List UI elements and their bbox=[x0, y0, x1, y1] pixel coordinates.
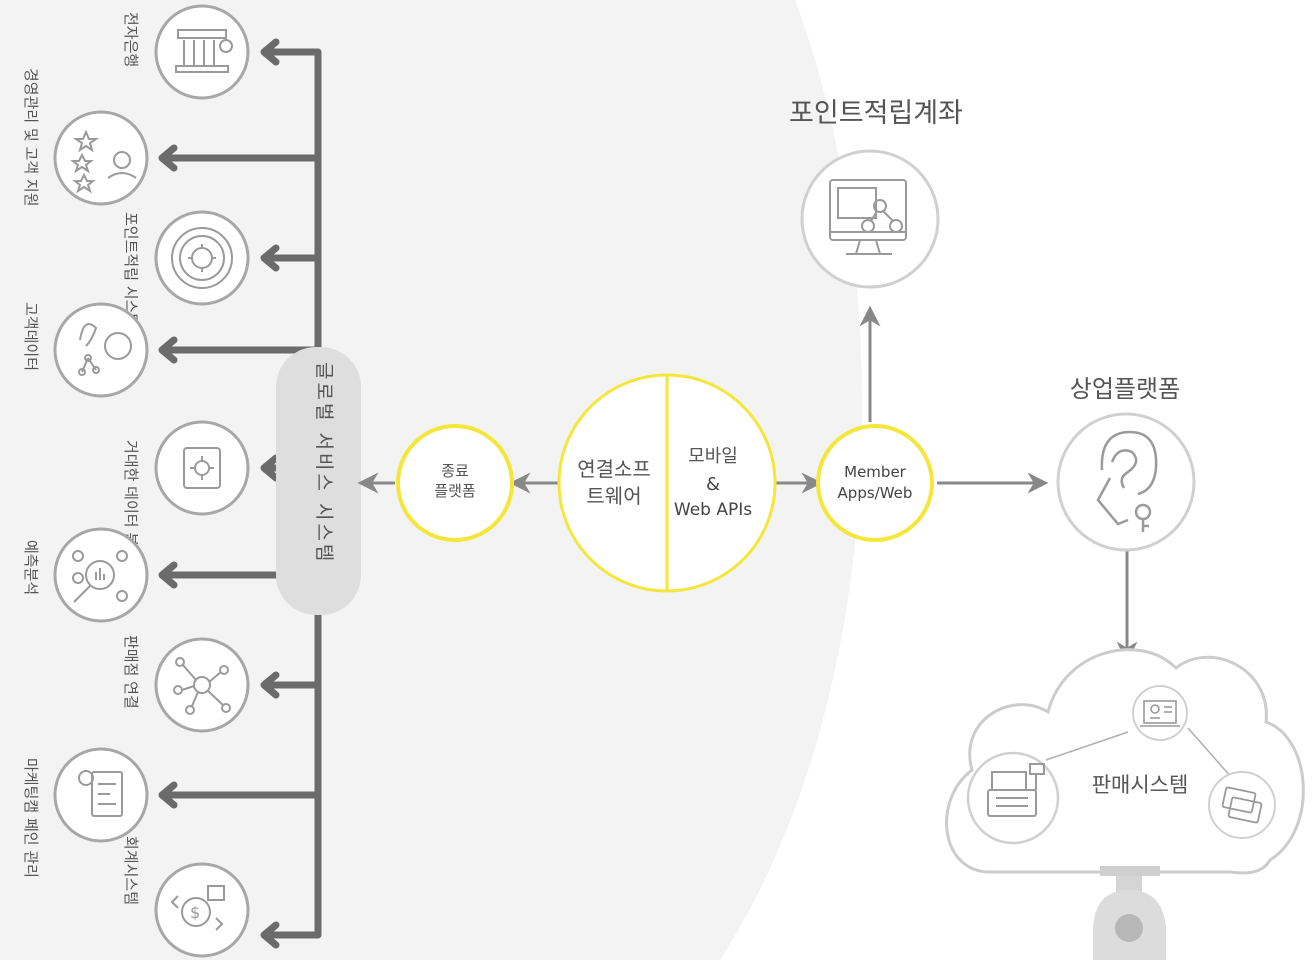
service-circle-customer-data: 고객데이터 bbox=[22, 302, 149, 398]
campaign-icon bbox=[78, 770, 123, 817]
svg-text:$: $ bbox=[190, 903, 200, 922]
stars-person-icon bbox=[70, 129, 137, 194]
points-account-node: 포인트적립계좌 bbox=[789, 98, 963, 289]
big-data-icon bbox=[183, 447, 221, 489]
hub-node: 연결소프 트웨어 모바일 & Web APIs bbox=[557, 373, 777, 593]
magnifier-people-icon bbox=[72, 550, 128, 603]
global-service-label: 글로벌 서비스 시스템 bbox=[313, 362, 335, 564]
service-label-store-connect: 판매점 연결 bbox=[122, 635, 140, 709]
monitor-user-icon bbox=[1140, 700, 1180, 727]
gear-orbit-icon bbox=[171, 227, 233, 289]
key-icon bbox=[1093, 866, 1166, 960]
service-circle-predictive: 예측분석 bbox=[22, 527, 149, 623]
member-line1: Member bbox=[844, 463, 907, 481]
hub-right-line1: 모바일 bbox=[688, 446, 738, 467]
terminal-platform-line2: 플랫폼 bbox=[434, 482, 475, 500]
accounting-icon: $ bbox=[170, 885, 225, 931]
service-label-accounting: 회계시스템 bbox=[122, 836, 140, 905]
terminal-platform-node: 종료 플랫폼 bbox=[396, 424, 514, 542]
service-circle-big-data: 거대한 데이터 분석 bbox=[122, 420, 250, 560]
service-circle-campaign: 마케팅캠 페인 관리 bbox=[22, 747, 149, 878]
hub-right-line3: Web APIs bbox=[674, 500, 752, 520]
network-icon bbox=[173, 657, 231, 715]
service-label-management: 경영관리 및 고객 지원 bbox=[22, 68, 40, 207]
bank-icon bbox=[175, 29, 233, 73]
service-label-predictive: 예측분석 bbox=[22, 540, 40, 595]
global-service-node: 글로벌 서비스 시스템 bbox=[276, 347, 361, 615]
computer-network-icon bbox=[829, 179, 907, 255]
sales-network-lines bbox=[1045, 727, 1233, 779]
commerce-platform-node: 상업플랫폼 bbox=[1056, 375, 1196, 552]
customer-data-icon bbox=[78, 323, 132, 376]
flow-arrows bbox=[357, 305, 1138, 663]
service-circle-management: 경영관리 및 고객 지원 bbox=[22, 68, 149, 207]
service-circle-store-connect: 판매점 연결 bbox=[122, 635, 250, 733]
member-apps-node: Member Apps/Web bbox=[816, 424, 934, 542]
sales-system-node: 판매시스템 bbox=[945, 648, 1305, 960]
cash-register-icon bbox=[987, 763, 1045, 817]
commerce-platform-title: 상업플랫폼 bbox=[1070, 375, 1180, 403]
service-label-points: 포인트적립 시스템 bbox=[122, 212, 140, 327]
service-circle-banking: 전자은행 bbox=[122, 4, 250, 100]
service-label-big-data: 거대한 데이터 분석 bbox=[122, 440, 140, 560]
service-circle-accounting: $ 회계시스템 bbox=[122, 836, 250, 958]
hub-left-line2: 트웨어 bbox=[586, 484, 641, 508]
service-circle-points: 포인트적립 시스템 bbox=[122, 210, 250, 327]
member-line2: Apps/Web bbox=[838, 484, 913, 502]
service-label-customer-data: 고객데이터 bbox=[22, 302, 40, 371]
head-key-icon bbox=[1096, 430, 1158, 532]
terminal-platform-line1: 종료 bbox=[441, 462, 469, 480]
sales-system-title: 판매시스템 bbox=[1092, 773, 1189, 797]
hub-left-line1: 연결소프 bbox=[577, 457, 651, 481]
cards-icon bbox=[1221, 786, 1263, 824]
hub-right-line2: & bbox=[706, 474, 720, 495]
service-label-banking: 전자은행 bbox=[122, 12, 140, 67]
service-label-campaign: 마케팅캠 페인 관리 bbox=[22, 758, 40, 878]
points-account-title: 포인트적립계좌 bbox=[789, 98, 963, 129]
